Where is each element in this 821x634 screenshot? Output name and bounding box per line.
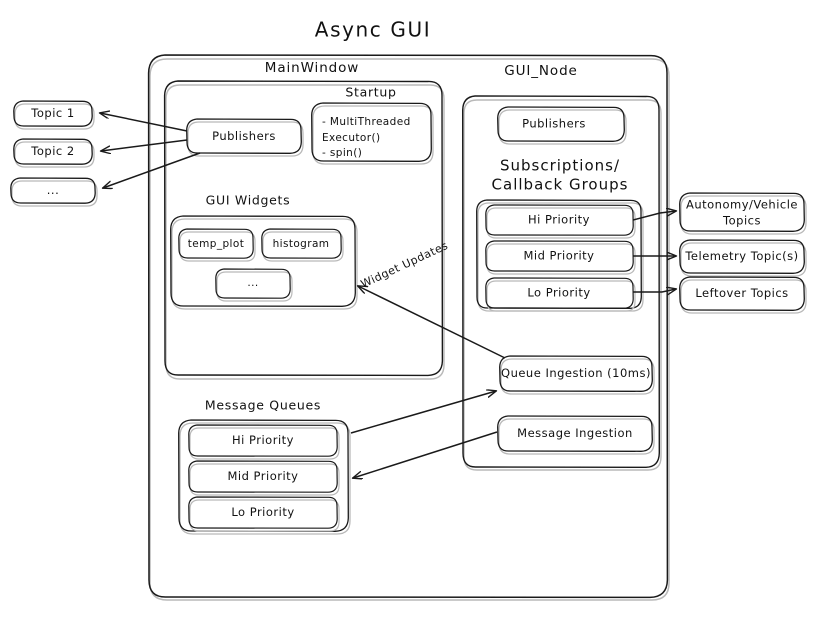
edge-queue-ingestion-to-gui-widgets xyxy=(358,286,506,359)
subscriptions-title-line1: Subscriptions/ xyxy=(500,157,620,175)
subscription-lo-priority[interactable]: Lo Priority xyxy=(485,277,636,312)
message-queue-lo-priority[interactable]: Lo Priority xyxy=(188,496,340,532)
external-topic-1[interactable]: Topic 1 xyxy=(13,100,95,130)
message-queues-title: Message Queues xyxy=(205,398,321,413)
edge-lo-priority-to-leftover-topics xyxy=(633,289,676,292)
edge-hi-priority-to-autonomy-topics xyxy=(632,211,676,221)
message-queue-mid-priority-label: Mid Priority xyxy=(227,469,298,483)
message-queues-container: Hi Priority Mid Priority Lo Priority xyxy=(178,419,351,535)
external-topic-more[interactable]: ... xyxy=(10,177,98,207)
page-title: Async GUI xyxy=(315,18,431,42)
widget-more-label: ... xyxy=(247,277,258,289)
gui-node-publishers-box[interactable]: Publishers xyxy=(497,106,627,145)
subscription-mid-priority[interactable]: Mid Priority xyxy=(485,240,636,275)
external-topic-1-label: Topic 1 xyxy=(30,106,74,120)
startup-item-2: - spin() xyxy=(322,147,362,159)
external-leftover-topics[interactable]: Leftover Topics xyxy=(679,276,807,314)
mainwindow-publishers-box[interactable]: Publishers xyxy=(186,118,304,157)
external-topic-2-label: Topic 2 xyxy=(30,144,74,158)
gui-widgets-container: temp_plot histogram ... xyxy=(170,215,358,310)
subscription-hi-priority-label: Hi Priority xyxy=(528,213,590,227)
subscription-mid-priority-label: Mid Priority xyxy=(523,249,594,263)
startup-title: Startup xyxy=(345,85,396,100)
application-container xyxy=(147,54,670,601)
subscription-hi-priority[interactable]: Hi Priority xyxy=(485,204,636,239)
widget-histogram-label: histogram xyxy=(273,238,330,250)
message-ingestion-label: Message Ingestion xyxy=(517,426,633,440)
widget-more[interactable]: ... xyxy=(215,268,293,302)
gui-node-title: GUI_Node xyxy=(504,63,578,79)
edge-publishers-to-topic-more xyxy=(103,152,201,188)
message-ingestion-box[interactable]: Message Ingestion xyxy=(497,415,655,455)
gui-node-publishers-label: Publishers xyxy=(522,117,586,131)
edge-publishers-to-topic-2 xyxy=(101,139,188,151)
startup-item-1: Executor() xyxy=(322,132,380,144)
external-autonomy-vehicle-topics[interactable]: Autonomy/Vehicle Topics xyxy=(679,192,807,235)
startup-item-0: - MultiThreaded xyxy=(322,116,411,128)
widget-temp-plot-label: temp_plot xyxy=(188,238,244,250)
message-queue-lo-priority-label: Lo Priority xyxy=(231,505,294,519)
subscriptions-title-line2: Callback Groups xyxy=(492,176,629,194)
queue-ingestion-label: Queue Ingestion (10ms) xyxy=(501,366,651,380)
message-queue-hi-priority-label: Hi Priority xyxy=(232,433,294,447)
message-queue-mid-priority[interactable]: Mid Priority xyxy=(188,460,340,496)
widget-histogram[interactable]: histogram xyxy=(261,228,344,262)
subscriptions-container: Hi Priority Mid Priority Lo Priority xyxy=(476,199,644,312)
queue-ingestion-box[interactable]: Queue Ingestion (10ms) xyxy=(499,355,655,395)
gui-node-container xyxy=(461,95,662,471)
mainwindow-title: MainWindow xyxy=(265,60,359,76)
external-topic-2[interactable]: Topic 2 xyxy=(13,138,95,168)
subscription-lo-priority-label: Lo Priority xyxy=(527,286,590,300)
message-queue-hi-priority[interactable]: Hi Priority xyxy=(188,424,340,460)
mainwindow-publishers-label: Publishers xyxy=(212,129,276,143)
external-topic-more-label: ... xyxy=(47,183,59,197)
external-autonomy-topics-label-line2: Topics xyxy=(722,214,761,228)
edge-message-ingestion-to-message-queues xyxy=(353,431,498,478)
edge-message-queues-to-queue-ingestion xyxy=(350,391,496,434)
external-leftover-topics-label: Leftover Topics xyxy=(695,286,788,300)
gui-widgets-title: GUI Widgets xyxy=(206,193,291,208)
mainwindow-container xyxy=(163,80,445,380)
external-telemetry-topics[interactable]: Telemetry Topic(s) xyxy=(679,239,807,277)
edge-publishers-to-topic-1 xyxy=(100,113,188,132)
external-telemetry-topics-label: Telemetry Topic(s) xyxy=(684,249,798,263)
startup-box[interactable]: - MultiThreaded Executor() - spin() xyxy=(311,102,434,165)
external-autonomy-topics-label-line1: Autonomy/Vehicle xyxy=(686,198,798,212)
widget-temp-plot[interactable]: temp_plot xyxy=(178,228,256,262)
edge-widget-updates-label: Widget Updates xyxy=(359,239,450,291)
